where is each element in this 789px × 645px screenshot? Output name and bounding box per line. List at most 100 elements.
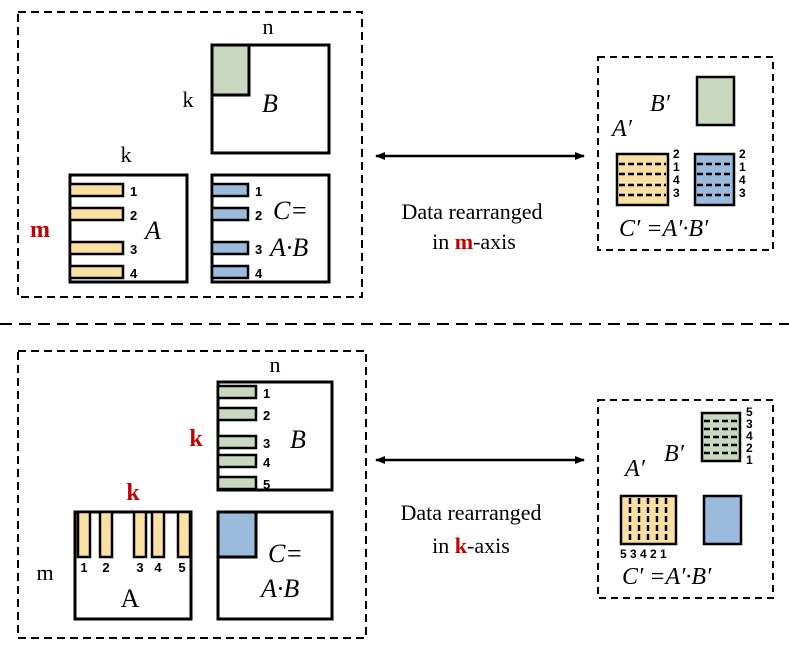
- top-label-A: A: [143, 216, 161, 245]
- bottom-caption-axis: k: [455, 533, 468, 558]
- top-label-C-eq: C=: [273, 196, 308, 225]
- top-label-equation: C′ =A′·B′: [619, 216, 709, 242]
- bottom-caption-post: -axis: [467, 533, 510, 558]
- bottom-A-col-5: [176, 510, 192, 559]
- bottom-A-col-2: [98, 510, 114, 559]
- bottom-matrix-C-block: [216, 510, 258, 559]
- bottom-label-n: n: [270, 352, 281, 377]
- top-A-row-num: 4: [130, 266, 138, 281]
- top-A-row-num: 1: [130, 184, 137, 199]
- bottom-Bprime-dashes: [704, 419, 738, 455]
- top-A-row-num: 2: [130, 208, 137, 223]
- top-matrix-B-block: [210, 43, 251, 97]
- top-Cprime-order-num: 1: [739, 160, 746, 174]
- top-label-k-A: k: [121, 142, 132, 167]
- bottom-label-C-eq: C=: [268, 539, 303, 568]
- bottom-Bprime-order-num: 4: [746, 429, 753, 443]
- bottom-Bprime-order-num: 5: [746, 405, 753, 419]
- bottom-label-Aprime: A′: [623, 456, 646, 482]
- bottom-A-col-4: [150, 510, 166, 559]
- bottom-B-row-3: [216, 434, 258, 450]
- top-Aprime-dashes: [619, 162, 666, 197]
- top-label-n: n: [263, 14, 274, 39]
- top-Cprime-block: [693, 152, 736, 207]
- top-Cprime-order-num: 3: [739, 186, 746, 200]
- bottom-Aprime-order-nums: 5 3 4 2 1: [620, 547, 667, 561]
- bottom-A-col-num: 3: [136, 560, 143, 575]
- bottom-label-B: B: [290, 425, 306, 454]
- bottom-left-dashed-frame: [17, 350, 367, 639]
- top-A-row-1: [68, 182, 125, 198]
- top-left-dashed-frame: [17, 11, 363, 298]
- top-C-row-4: [210, 264, 250, 280]
- bottom-A-col-num: 5: [178, 560, 185, 575]
- top-Cprime-order-num: 4: [739, 173, 746, 187]
- top-Aprime-order-num: 4: [673, 173, 680, 187]
- bottom-label-AB: A·B: [259, 574, 299, 603]
- top-C-rows: [210, 182, 250, 280]
- top-Aprime-order-num: 3: [673, 186, 680, 200]
- bottom-A-cols: [76, 510, 192, 559]
- top-Aprime-order-num: 1: [673, 160, 680, 174]
- bottom-caption-line2: in k-axis: [432, 533, 510, 558]
- bottom-B-row-num: 5: [263, 477, 270, 492]
- top-label-Aprime: A′: [610, 116, 633, 142]
- top-Cprime-order-num: 2: [739, 147, 746, 161]
- bottom-caption-line1: Data rearranged: [400, 500, 541, 525]
- top-caption-line1: Data rearranged: [401, 199, 542, 224]
- bottom-Bprime-order-num: 3: [746, 417, 753, 431]
- bottom-label-equation: C′ =A′·B′: [622, 564, 712, 590]
- bottom-Bprime-order-num: 2: [746, 441, 753, 455]
- bottom-A-col-num: 2: [102, 560, 109, 575]
- top-C-row-num: 4: [255, 266, 263, 281]
- bottom-A-col-num: 4: [154, 560, 162, 575]
- top-C-row-1: [210, 182, 250, 198]
- bottom-label-Bprime: B′: [664, 441, 685, 467]
- top-C-row-num: 3: [255, 242, 262, 257]
- top-A-row-4: [68, 264, 125, 280]
- bottom-Aprime-dashes: [628, 498, 668, 542]
- top-label-m: m: [30, 217, 50, 243]
- bottom-B-rows: [216, 384, 258, 491]
- top-label-Bprime: B′: [650, 91, 671, 117]
- top-A-row-num: 3: [130, 242, 137, 257]
- top-C-row-num: 2: [255, 208, 262, 223]
- top-Bprime-block: [695, 75, 736, 127]
- bottom-label-m: m: [36, 560, 53, 585]
- bottom-B-row-num: 1: [263, 386, 270, 401]
- bottom-A-col-1: [76, 510, 92, 559]
- top-caption-pre: in: [432, 229, 455, 254]
- top-Aprime-block: [615, 152, 670, 207]
- top-Aprime-order-num: 2: [673, 147, 680, 161]
- bottom-caption-pre: in: [432, 533, 455, 558]
- bottom-label-k-B: k: [189, 426, 203, 452]
- top-label-B: B: [262, 89, 278, 118]
- bottom-B-row-2: [216, 406, 258, 422]
- bottom-label-A: A: [121, 584, 140, 613]
- top-caption-axis: m: [455, 229, 473, 254]
- bottom-right-dashed-frame: [597, 399, 774, 599]
- bottom-A-col-3: [132, 510, 148, 559]
- top-C-row-2: [210, 206, 250, 222]
- bottom-B-row-1: [216, 384, 258, 400]
- top-C-row-num: 1: [255, 184, 262, 199]
- top-caption-line2: in m-axis: [432, 229, 516, 254]
- bottom-A-col-num: 1: [80, 560, 87, 575]
- top-label-k-B: k: [183, 87, 194, 112]
- top-A-row-3: [68, 240, 125, 256]
- top-A-rows: [68, 182, 125, 280]
- bottom-B-row-4: [216, 453, 258, 469]
- bottom-B-row-num: 2: [263, 408, 270, 423]
- bottom-B-row-num: 3: [263, 436, 270, 451]
- bottom-Cprime-block: [702, 494, 743, 546]
- top-caption-post: -axis: [473, 229, 516, 254]
- bottom-Bprime-order-num: 1: [746, 453, 753, 467]
- top-right-dashed-frame: [597, 56, 774, 251]
- top-A-row-2: [68, 206, 125, 222]
- top-label-AB: A·B: [268, 233, 308, 262]
- top-Cprime-dashes: [697, 162, 732, 197]
- bottom-label-k-A: k: [126, 480, 140, 506]
- bottom-B-row-5: [216, 475, 258, 491]
- top-C-row-3: [210, 240, 250, 256]
